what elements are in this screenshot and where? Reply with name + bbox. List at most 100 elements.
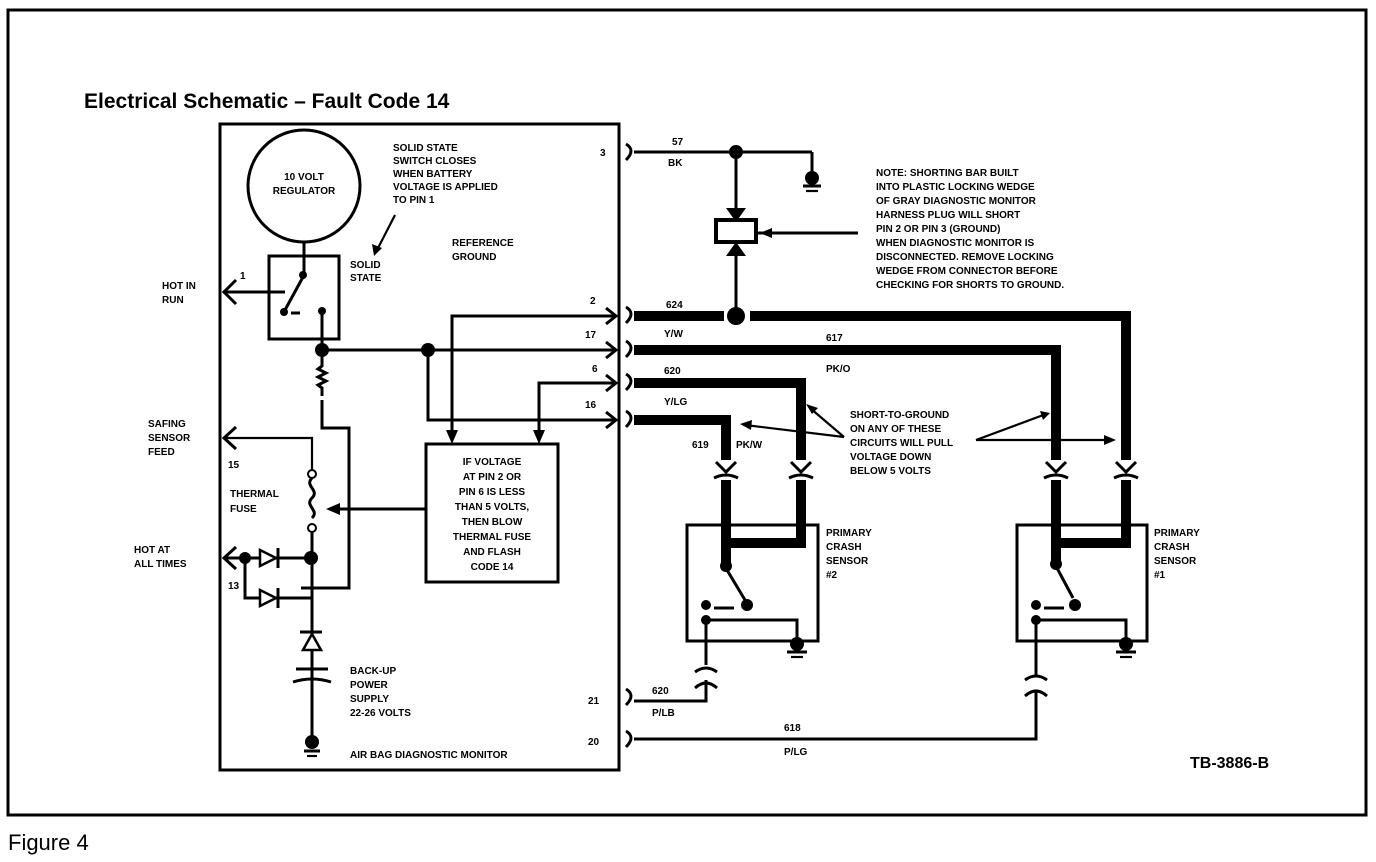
connector-pin16-icon	[624, 409, 633, 429]
switch-blade	[283, 276, 305, 311]
resistor-icon	[314, 356, 330, 396]
pointer-line	[809, 407, 845, 438]
circuit-number: 620	[664, 366, 681, 377]
arrow-icon	[605, 340, 619, 360]
pointer-line	[744, 423, 845, 439]
note-line: NOTE: SHORTING BAR BUILT	[876, 168, 1019, 179]
wire-617	[634, 345, 1061, 460]
connector-pin17-icon	[624, 339, 633, 359]
backup-power-label: BACK-UP POWER SUPPLY 22-26 VOLTS	[350, 666, 411, 719]
monitor-connectors	[605, 142, 633, 749]
note-line: WEDGE FROM CONNECTOR BEFORE	[876, 266, 1058, 277]
switch-contact	[741, 599, 753, 611]
sensor-label: PRIMARY	[826, 528, 872, 539]
hot-at-all-times-label: HOT AT	[134, 545, 170, 556]
short-pointers	[740, 404, 1116, 445]
sensor-label: PRIMARY	[1154, 528, 1200, 539]
connector-pin20-icon	[624, 729, 633, 749]
connector-icon	[1114, 460, 1138, 475]
circuit-number: 57	[672, 137, 684, 148]
arrow-head-icon	[740, 420, 752, 430]
note-line: CIRCUITS WILL PULL	[850, 438, 953, 449]
logic-line: AND FLASH	[463, 547, 521, 558]
primary-crash-sensor-2: PRIMARY CRASH SENSOR #2	[685, 480, 872, 659]
sensor-label: CRASH	[1154, 542, 1190, 553]
ground-icon	[305, 735, 319, 749]
arrow-head-icon	[1040, 411, 1050, 420]
regulator-label-1: 10 VOLT	[284, 172, 324, 183]
pin-label: 6	[592, 364, 598, 375]
circuit-color: BK	[668, 158, 683, 169]
circuit-number: 617	[826, 333, 843, 344]
circuit-color: PK/O	[826, 364, 851, 375]
arrow-down-icon	[533, 430, 545, 444]
backup-line: POWER	[350, 680, 389, 691]
thermal-fuse-label: FUSE	[230, 504, 257, 515]
sensor-label: CRASH	[826, 542, 862, 553]
arrow-down-icon	[726, 208, 746, 222]
backup-line: SUPPLY	[350, 694, 389, 705]
connector-icon	[694, 666, 718, 674]
connector-pin3-icon	[624, 142, 633, 162]
switch-contact	[1069, 599, 1081, 611]
wire	[1036, 618, 1128, 644]
pin-label: 2	[590, 296, 596, 307]
logic-box	[424, 442, 560, 584]
junction-dot	[304, 551, 318, 565]
solid-state-pointer	[376, 214, 396, 251]
note-line: OF GRAY DIAGNOSTIC MONITOR	[876, 196, 1037, 207]
connector-pin21-icon	[624, 687, 633, 707]
backup-line: 22-26 VOLTS	[350, 708, 411, 719]
note-line: SWITCH CLOSES	[393, 156, 477, 167]
wire-619	[634, 415, 731, 460]
connector-icon	[789, 460, 813, 475]
diagnostic-monitor-box	[218, 122, 621, 772]
sensor-label: #1	[1154, 570, 1166, 581]
solid-state-note: SOLID STATE SWITCH CLOSES WHEN BATTERY V…	[393, 143, 498, 206]
sensor-label: SENSOR	[1154, 556, 1197, 567]
junction-dot	[727, 307, 745, 325]
pin-label: 20	[588, 737, 600, 748]
arrow-head-icon	[806, 404, 818, 414]
circuit-number: 624	[666, 300, 683, 311]
wire-618	[634, 690, 1038, 741]
logic-line: PIN 6 IS LESS	[459, 487, 525, 498]
note-line: INTO PLASTIC LOCKING WEDGE	[876, 182, 1035, 193]
backup-line: BACK-UP	[350, 666, 396, 677]
sensor-label: #2	[826, 570, 838, 581]
note-line: HARNESS PLUG WILL SHORT	[876, 210, 1020, 221]
connector-pin2-icon	[624, 305, 633, 325]
outer-frame	[6, 8, 1368, 817]
short-to-ground-note: SHORT-TO-GROUND ON ANY OF THESE CIRCUITS…	[850, 410, 953, 477]
circuit-number: 619	[692, 440, 709, 451]
connector-icon	[788, 473, 814, 480]
shorting-bar-icon	[714, 218, 758, 244]
connector-icon	[713, 473, 739, 480]
diode-icon	[300, 631, 324, 652]
thermal-fuse-label: THERMAL	[230, 489, 279, 500]
arrow-left-icon	[760, 228, 772, 238]
arrow-icon	[605, 373, 619, 393]
arrow-head-icon	[1104, 435, 1116, 445]
switch-contact	[1031, 600, 1041, 610]
switch-blade	[725, 569, 747, 601]
note-line: WHEN BATTERY	[393, 169, 473, 180]
note-line: BELOW 5 VOLTS	[850, 466, 931, 477]
wire-620	[634, 378, 806, 460]
fuse-terminal	[307, 469, 317, 479]
connector-icon	[714, 460, 738, 475]
arrow-icon	[605, 306, 619, 326]
ground-icon	[790, 637, 804, 651]
logic-line: AT PIN 2 OR	[463, 472, 522, 483]
connector-icon	[1043, 473, 1069, 480]
logic-line: THERMAL FUSE	[453, 532, 531, 543]
switch-contact	[280, 308, 288, 316]
reference-ground-label: REFERENCE	[452, 238, 514, 249]
capacitor-plate	[292, 677, 332, 684]
arrow-down-icon	[446, 430, 458, 444]
note-line: CHECKING FOR SHORTS TO GROUND.	[876, 280, 1064, 291]
wire-pin6-sense	[537, 381, 616, 440]
primary-crash-sensor-1: PRIMARY CRASH SENSOR #1	[1015, 480, 1200, 659]
arrow-left-icon	[326, 503, 340, 515]
